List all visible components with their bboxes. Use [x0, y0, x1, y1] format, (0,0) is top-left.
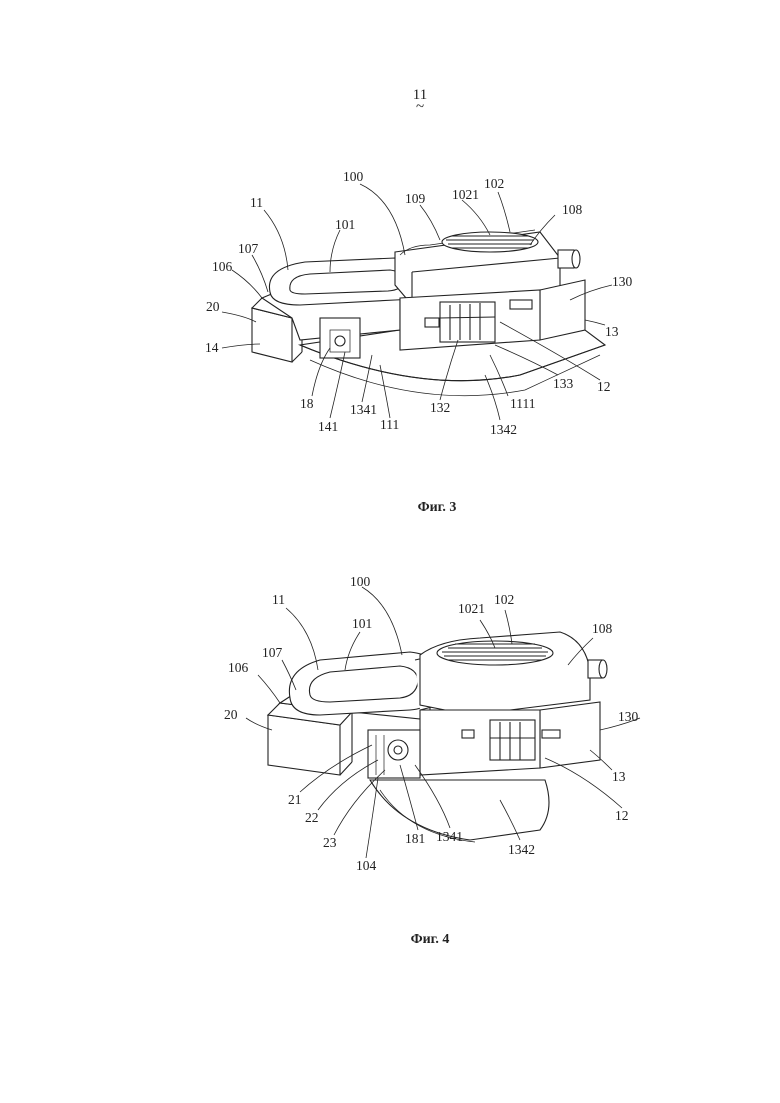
label-109: 109 — [405, 192, 425, 206]
label-100: 100 — [343, 170, 363, 184]
label-106: 106 — [228, 661, 248, 675]
label-20: 20 — [206, 300, 220, 314]
label-107: 107 — [238, 242, 258, 256]
label-108: 108 — [592, 622, 612, 636]
label-13: 13 — [612, 770, 626, 784]
label-1342: 1342 — [490, 423, 517, 437]
label-130: 130 — [618, 710, 638, 724]
label-101: 101 — [335, 218, 355, 232]
label-181: 181 — [405, 832, 425, 846]
label-130: 130 — [612, 275, 632, 289]
label-22: 22 — [305, 811, 319, 825]
label-102: 102 — [484, 177, 504, 191]
figure-3: 100 109 1021 102 108 11 101 107 106 20 1… — [0, 0, 780, 530]
label-132: 132 — [430, 401, 450, 415]
label-133: 133 — [553, 377, 573, 391]
figure-4: 100 1021 102 11 101 108 107 106 20 130 1… — [0, 560, 780, 960]
label-20: 20 — [224, 708, 238, 722]
label-13: 13 — [605, 325, 619, 339]
label-100: 100 — [350, 575, 370, 589]
label-12: 12 — [615, 809, 629, 823]
label-11: 11 — [272, 593, 285, 607]
label-107: 107 — [262, 646, 282, 660]
label-1342: 1342 — [508, 843, 535, 857]
label-1021: 1021 — [452, 188, 479, 202]
figure-3-leaders — [0, 0, 780, 530]
label-141: 141 — [318, 420, 338, 434]
figure-4-caption: Фиг. 4 — [380, 932, 480, 948]
label-11: 11 — [250, 196, 263, 210]
figure-4-leaders — [0, 560, 780, 960]
label-102: 102 — [494, 593, 514, 607]
label-101: 101 — [352, 617, 372, 631]
label-14: 14 — [205, 341, 219, 355]
figure-3-caption: Фиг. 3 — [387, 500, 487, 516]
label-21: 21 — [288, 793, 302, 807]
label-18: 18 — [300, 397, 314, 411]
label-104: 104 — [356, 859, 376, 873]
label-111: 111 — [380, 418, 399, 432]
label-1341: 1341 — [436, 830, 463, 844]
label-1021: 1021 — [458, 602, 485, 616]
label-108: 108 — [562, 203, 582, 217]
label-1341: 1341 — [350, 403, 377, 417]
label-23: 23 — [323, 836, 337, 850]
label-12: 12 — [597, 380, 611, 394]
label-106: 106 — [212, 260, 232, 274]
label-1111: 1111 — [510, 397, 536, 411]
